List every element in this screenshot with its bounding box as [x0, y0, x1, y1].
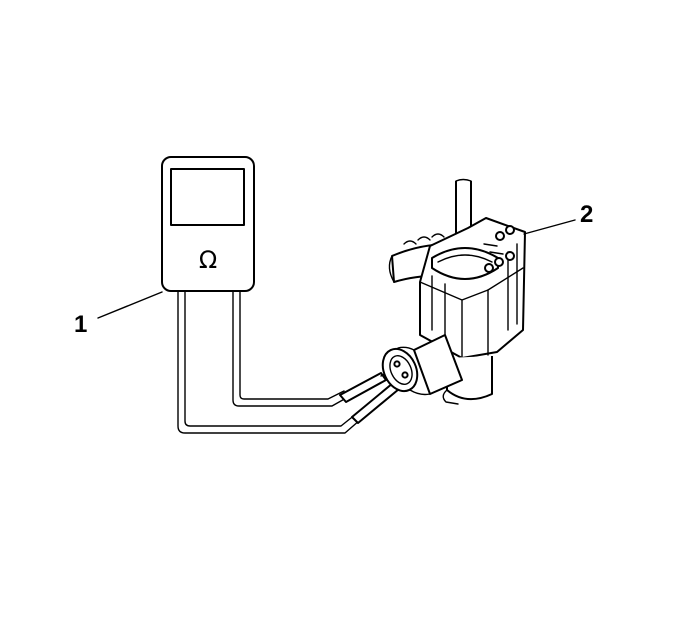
- test-lead-b-outer: [177, 290, 361, 434]
- connector-terminal-b: [401, 371, 409, 379]
- callout-1-label: 1: [74, 311, 87, 338]
- top-cup: [431, 247, 499, 280]
- ohmmeter: Ω: [161, 156, 255, 292]
- test-lead-b-inner: [184, 290, 357, 427]
- connector-body: [413, 334, 463, 395]
- ohmmeter-display: [170, 168, 245, 226]
- callout-1-leader: [97, 291, 163, 319]
- component-assembly: [381, 178, 526, 405]
- connector-terminal-a: [393, 360, 401, 368]
- callout-2: 2: [523, 201, 593, 235]
- test-leads: [177, 290, 411, 434]
- test-lead-a-outer: [232, 290, 349, 407]
- callout-2-leader: [523, 219, 576, 235]
- test-lead-a-inner: [239, 290, 345, 400]
- callout-1: 1: [74, 291, 163, 338]
- ohm-symbol: Ω: [199, 246, 217, 274]
- terminal-pins: [483, 225, 515, 273]
- callout-2-label: 2: [580, 201, 593, 228]
- test-probe-a: [339, 372, 387, 403]
